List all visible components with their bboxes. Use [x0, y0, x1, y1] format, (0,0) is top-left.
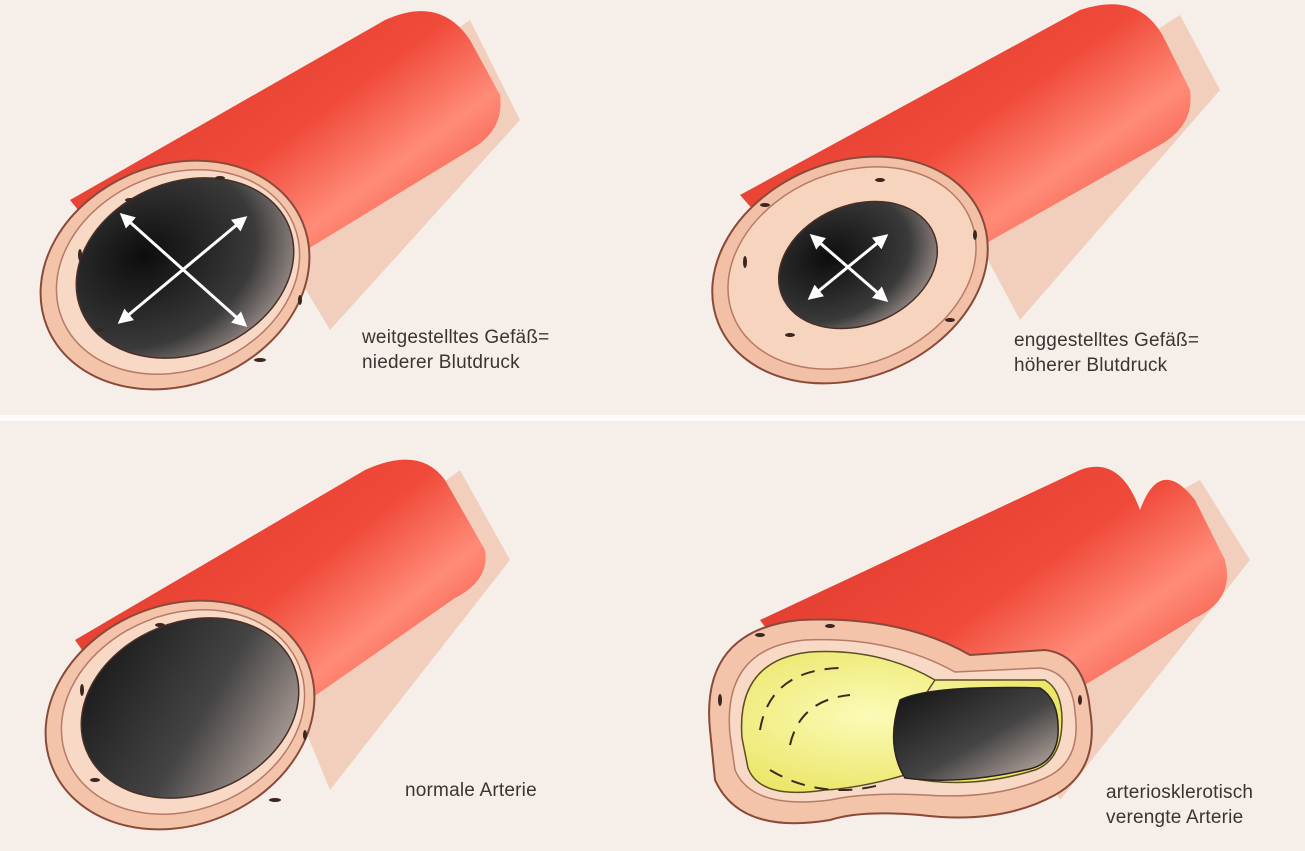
caption-narrow-vessel: enggestelltes Gefäß= höherer Blutdruck [1014, 328, 1199, 378]
caption-line: verengte Arterie [1106, 805, 1253, 830]
caption-normal-artery: normale Arterie [405, 778, 537, 803]
caption-line: weitgestelltes Gefäß= [362, 325, 549, 350]
caption-line: höherer Blutdruck [1014, 353, 1199, 378]
caption-line: normale Arterie [405, 778, 537, 803]
caption-line: arteriosklerotisch [1106, 780, 1253, 805]
caption-line: enggestelltes Gefäß= [1014, 328, 1199, 353]
caption-sclerotic-artery: arteriosklerotisch verengte Arterie [1106, 780, 1253, 830]
caption-line: niederer Blutdruck [362, 350, 549, 375]
vessel-lumen [894, 688, 1059, 781]
caption-wide-vessel: weitgestelltes Gefäß= niederer Blutdruck [362, 325, 549, 375]
vessel-sclerotic [709, 467, 1250, 823]
